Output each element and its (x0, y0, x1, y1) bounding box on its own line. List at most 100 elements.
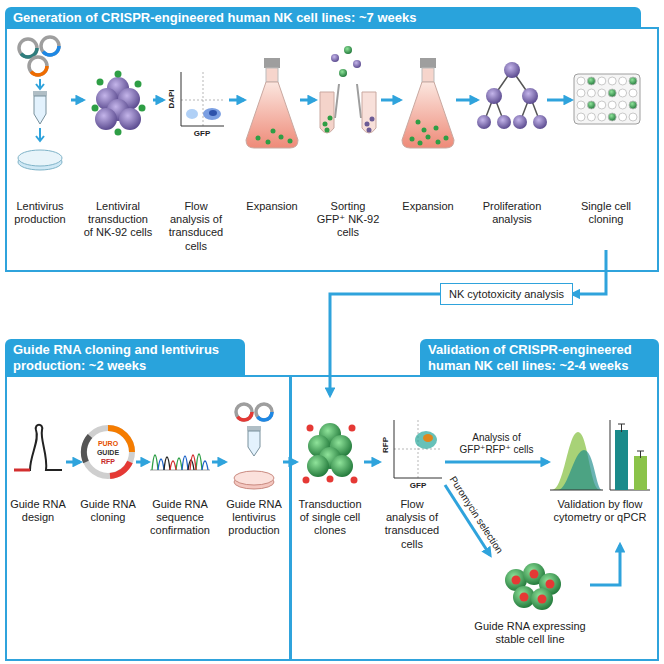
sorting-art (323, 116, 333, 133)
process-step: Flow analysis of transduced cells (163, 35, 229, 253)
sorting-art (365, 117, 375, 133)
proliferation-tree (477, 62, 547, 129)
proliferation-tree (504, 62, 520, 78)
flask-art (436, 140, 441, 145)
flask-art (266, 140, 271, 145)
lentivirus-production-art (234, 404, 274, 489)
stable-cell-line-art (538, 595, 547, 604)
lentivirus-production-art (19, 39, 37, 57)
validation-charts (615, 430, 628, 490)
axis-label: GUIDE (97, 449, 119, 456)
lentivirus-production-art (19, 39, 37, 57)
axis-label: GFP (410, 482, 426, 490)
validation-charts (550, 490, 603, 491)
chromatogram (164, 457, 194, 470)
step-panel: Generation of CRISPR-engineered human NK… (5, 27, 659, 272)
panel-heading: Generation of CRISPR-engineered human NK… (5, 7, 641, 29)
process-step: Lentiviral transduction of NK-92 cells (83, 35, 153, 250)
flask-art (410, 120, 449, 146)
panel-heading: Guide RNA cloning and lentivirus product… (5, 339, 245, 378)
well-plate (629, 89, 637, 97)
flow-plot (186, 109, 198, 119)
well-plate (574, 74, 640, 124)
flask-art (434, 126, 439, 131)
sorting-art (323, 122, 328, 127)
transduction-art (119, 108, 141, 130)
sorting-art (320, 46, 376, 133)
flow-plot (181, 72, 224, 126)
sorting-art (320, 92, 334, 133)
stable-cell-line-art (512, 570, 555, 604)
proliferation-tree (513, 115, 527, 129)
step-panel: Guide RNA cloning and lentivirus product… (5, 375, 291, 661)
flow-arrow (71, 99, 83, 102)
well-plate (629, 77, 637, 85)
lentivirus-production-art (247, 426, 261, 431)
process-step: Lentivirus production (9, 35, 71, 250)
step-caption: Guide RNA expressing stable cell line (470, 620, 590, 646)
lentivirus-production-art (36, 128, 44, 141)
single-cell-clones-art (307, 455, 329, 477)
process-step: Guide RNA expressing stable cell line (470, 555, 590, 655)
flow-arrow (153, 99, 163, 102)
plasmid-art (84, 428, 132, 476)
validation-charts (610, 420, 650, 490)
step-caption: Expansion (400, 200, 456, 213)
axis-label: RFP (101, 458, 115, 465)
sorting-art (335, 84, 361, 118)
flow-arrow (364, 461, 379, 464)
step-caption: Transduction of single cell clones (296, 498, 364, 538)
transduction-art (139, 105, 146, 112)
sorting-art (331, 54, 339, 62)
process-step: Guide RNA design (10, 395, 66, 545)
process-step: Expansion (244, 35, 300, 250)
flask-art (246, 58, 298, 148)
single-cell-clones-art (331, 455, 353, 477)
edge-label: Puromycin selection (447, 474, 505, 556)
proliferation-tree (477, 115, 491, 129)
single-cell-clones-art (351, 477, 358, 484)
flask-art (418, 141, 423, 146)
stable-cell-line-art (520, 593, 529, 602)
plasmid-art (84, 436, 90, 462)
well-plate (629, 113, 637, 121)
step-caption: Guide RNA cloning (80, 498, 136, 524)
axis-label: RFP (382, 437, 390, 453)
flow-arrow (136, 461, 148, 464)
chromatogram (150, 470, 210, 471)
well-plate (608, 89, 616, 97)
flow-arrow (381, 99, 400, 102)
stable-cell-line-art (531, 588, 553, 610)
flow-plot (394, 420, 442, 478)
process-step: Sorting GFP⁺ NK-92 cells (315, 35, 381, 250)
flow-arrow (66, 461, 80, 464)
well-plate (608, 113, 616, 121)
well-plate (587, 101, 595, 109)
flask-art (271, 129, 276, 134)
flask-art (279, 135, 284, 140)
flow-plot (415, 431, 437, 449)
validation-charts (618, 424, 644, 458)
flow-arrow (590, 545, 620, 585)
transduction-art (92, 71, 146, 136)
well-plate (577, 113, 585, 121)
proliferation-tree (486, 88, 502, 104)
transduction-art (92, 71, 146, 136)
lentivirus-production-art (256, 404, 272, 420)
process-step: Validation by flow cytometry or qPCR (548, 395, 652, 545)
flask-art (264, 58, 280, 68)
lentivirus-production-art (256, 404, 272, 420)
step-caption: Proliferation analysis (477, 200, 547, 226)
process-step: Guide RNA lentivirus production (225, 395, 283, 545)
flow-plot (209, 110, 217, 116)
process-step: Transduction of single cell clones (296, 395, 364, 545)
flow-plot (394, 420, 442, 478)
stable-cell-line-art (530, 570, 539, 579)
flow-arrow (300, 99, 315, 102)
step-caption: Guide RNA sequence confirmation (148, 498, 212, 538)
step-caption: Flow analysis of transduced cells (379, 498, 445, 551)
flow-plot (181, 72, 224, 126)
well-plate (608, 101, 616, 109)
transduction-art (95, 108, 117, 130)
flow-plot (423, 434, 433, 442)
